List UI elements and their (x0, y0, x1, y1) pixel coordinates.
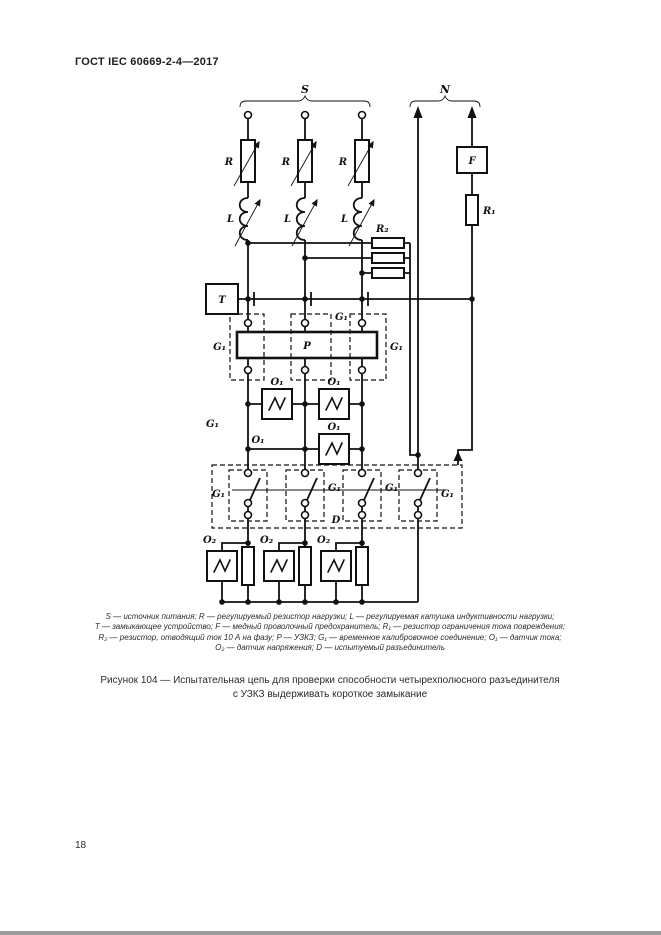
current-sensor-label: O₁ (327, 422, 340, 433)
voltage-sensors: O₂ O₂ O₂ (203, 535, 418, 605)
shunt-resistor-1 (241, 546, 255, 586)
contact-ticks (253, 292, 369, 306)
resistor-R2-a (371, 237, 405, 249)
legend-line: O₂ — датчик напряжения; D — испытуемый р… (215, 643, 445, 653)
specimen-label: D (331, 515, 341, 526)
fuse-branch: F R₁ (456, 146, 496, 226)
figure-legend: S — источник питания; R — регулируемый р… (65, 612, 595, 654)
supply-brace: S (239, 83, 371, 108)
resistor-R-label: R (224, 157, 233, 168)
calibration-label: G₁ (328, 483, 341, 494)
specimen-disconnector: G₁ G₁ G₁ G₁ D (211, 464, 463, 529)
resistor-R1 (465, 194, 479, 226)
resistor-R2-b (371, 252, 405, 264)
calibration-label: G₁ (385, 483, 398, 494)
load-resistors: R R R (224, 139, 374, 187)
figure-caption: Рисунок 104 — Испытательная цепь для про… (70, 674, 590, 701)
inductor-L-3 (352, 197, 363, 241)
inductor-L-label: L (283, 214, 291, 225)
calibration-frame-3 (349, 313, 387, 381)
fuse-box (456, 146, 488, 174)
calibration-frame-2 (290, 313, 332, 381)
inductor-L-2 (295, 197, 306, 241)
neutral-brace: N (409, 83, 481, 108)
calibration-label: G₁ (441, 489, 454, 500)
current-sensor-label: O₁ (251, 435, 264, 446)
load-inductors: L L L (226, 197, 375, 247)
switch-blades (249, 477, 431, 501)
resistor-R-label: R (281, 157, 290, 168)
resistor-R-label: R (338, 157, 347, 168)
closing-device-label: T (218, 295, 227, 306)
voltage-sensor-label: O₂ (203, 535, 217, 546)
specimen-box (211, 464, 463, 529)
closing-device: T (205, 283, 475, 315)
closing-device-box (205, 283, 239, 315)
calibration-label: G₁ (390, 342, 403, 353)
scpd-label: P (302, 341, 311, 352)
resistor-R1-label: R₁ (482, 206, 496, 217)
phase-wires (247, 106, 477, 602)
voltage-sensor-label: O₂ (317, 535, 331, 546)
figure-caption-line2: с УЗКЗ выдерживать короткое замыкание (232, 688, 428, 700)
scpd-assembly: P G₁ G₁ G₁ (213, 312, 403, 381)
branch-direction-arrow (453, 451, 463, 461)
document-header: ГОСТ IEC 60669-2-4—2017 (75, 56, 219, 68)
supply-label: S (301, 83, 309, 96)
neutral-label: N (439, 83, 451, 96)
legend-line: S — источник питания; R — регулируемый р… (105, 612, 555, 621)
resistor-R2-c (371, 267, 405, 279)
calibration-label: G₁ (212, 489, 225, 500)
page-number: 18 (75, 840, 87, 851)
supply-terminals (243, 110, 367, 120)
current-sensor-label: O₁ (327, 377, 340, 388)
scpd-box (235, 330, 379, 360)
current-sensor-label: O₁ (270, 377, 283, 388)
calibration-label: G₁ (213, 342, 226, 353)
neutral-arrow (413, 106, 423, 118)
voltage-sensor-label: O₂ (260, 535, 274, 546)
figure-caption-line1: Рисунок 104 — Испытательная цепь для про… (100, 675, 560, 686)
shunt-resistor-3 (355, 546, 369, 586)
inductor-L-label: L (226, 214, 234, 225)
calibration-label: G₁ (335, 312, 348, 323)
legend-line: R₂ — резистор, отводящий ток 10 А на фаз… (98, 632, 562, 642)
page-bottom-edge (0, 931, 661, 935)
inductor-L-label: L (340, 214, 348, 225)
bleed-resistor-bank: R₂ (245, 224, 421, 458)
fuse-branch-arrow (467, 106, 477, 118)
calibration-frame-1 (229, 313, 265, 381)
inductor-L-1 (238, 197, 249, 241)
legend-line: T — замыкающее устройство; F — медный пр… (94, 622, 566, 632)
calibration-label: G₁ (206, 419, 219, 430)
shunt-resistor-2 (298, 546, 312, 586)
fuse-label: F (467, 156, 476, 167)
resistor-R2-label: R₂ (375, 224, 389, 235)
current-sensors: G₁ O₁ O₁ O₁ O₁ (206, 377, 365, 465)
